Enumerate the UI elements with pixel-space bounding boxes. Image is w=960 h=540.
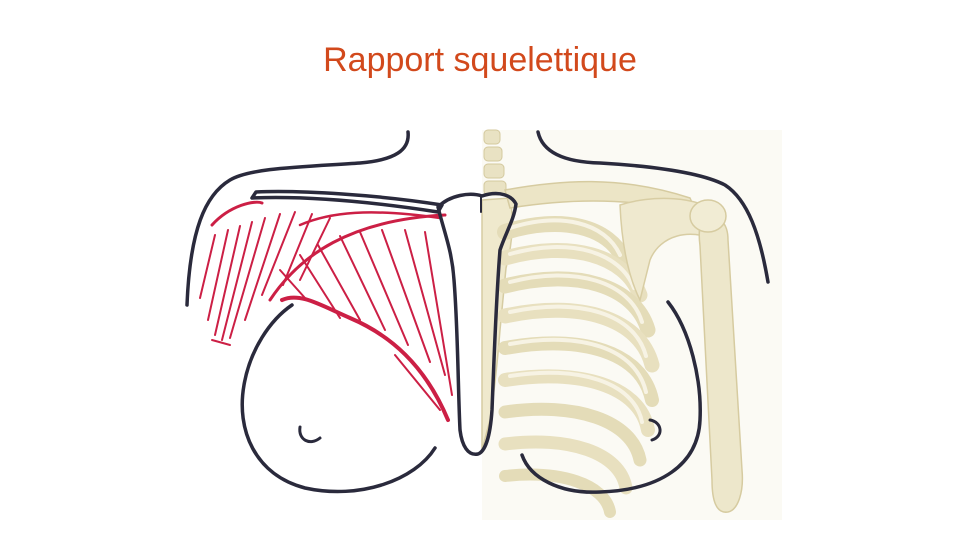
left-neck-shoulder-line: [185, 130, 410, 307]
slide-title: Rapport squelettique: [323, 41, 637, 79]
humerus-bone: [698, 216, 744, 513]
left-clavicle-outline: [250, 189, 444, 214]
muscle-fibers: [199, 211, 453, 411]
humeral-head: [689, 199, 727, 233]
muscle-inner-border: [280, 295, 450, 422]
muscle-diagonal-border: [268, 213, 447, 302]
muscle-upper-border: [210, 200, 264, 227]
left-nipple: [298, 425, 322, 443]
right-nipple: [648, 418, 662, 442]
spine: [483, 129, 507, 196]
body-sketch: [185, 130, 770, 494]
rib-highlights: [508, 218, 648, 424]
right-breast-outline: [520, 300, 702, 494]
pectoral-muscle: [199, 200, 453, 422]
skeleton-thorax: [481, 129, 782, 520]
sternum-outline: [436, 191, 518, 456]
left-breast-outline: [240, 303, 437, 494]
right-neck-shoulder-line: [536, 130, 770, 284]
